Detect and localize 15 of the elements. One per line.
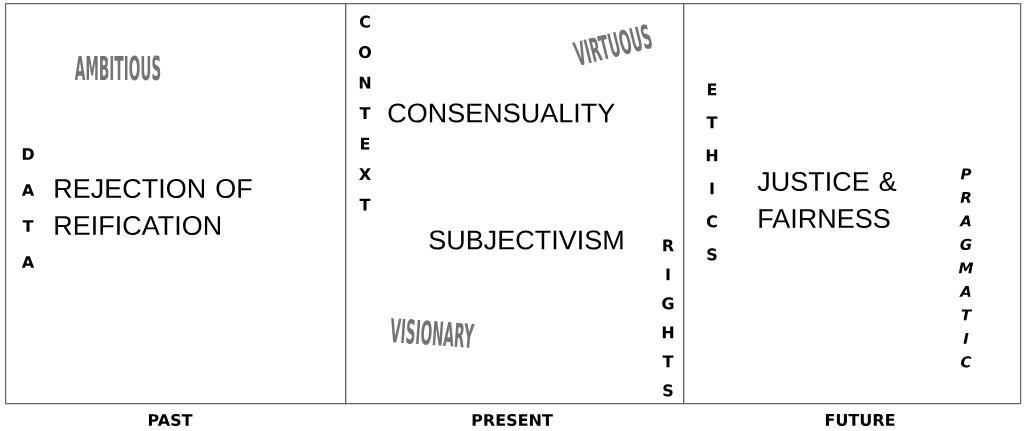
- period-label: PRESENT: [472, 413, 553, 427]
- heading-text: JUSTICE & FAIRNESS: [757, 171, 897, 229]
- period-label: PAST: [148, 413, 193, 427]
- word-art: PRAGMATIC: [958, 168, 974, 368]
- heading-text: SUBJECTIVISM: [429, 230, 623, 250]
- word-art: AMBITIOUS: [74, 55, 161, 81]
- vertical-word: CONTEXT: [359, 15, 371, 211]
- heading-text: CONSENSUALITY: [388, 103, 615, 123]
- period-label: FUTURE: [825, 414, 895, 426]
- word-art: VIRTUOUS: [572, 24, 652, 66]
- vertical-word: ETHICS: [706, 83, 718, 261]
- vertical-word: DATA: [21, 148, 35, 268]
- vertical-word: RIGHTS: [662, 239, 674, 397]
- word-art: VISIONARY: [391, 318, 475, 348]
- heading-text: REJECTION OF REIFICATION: [55, 178, 252, 236]
